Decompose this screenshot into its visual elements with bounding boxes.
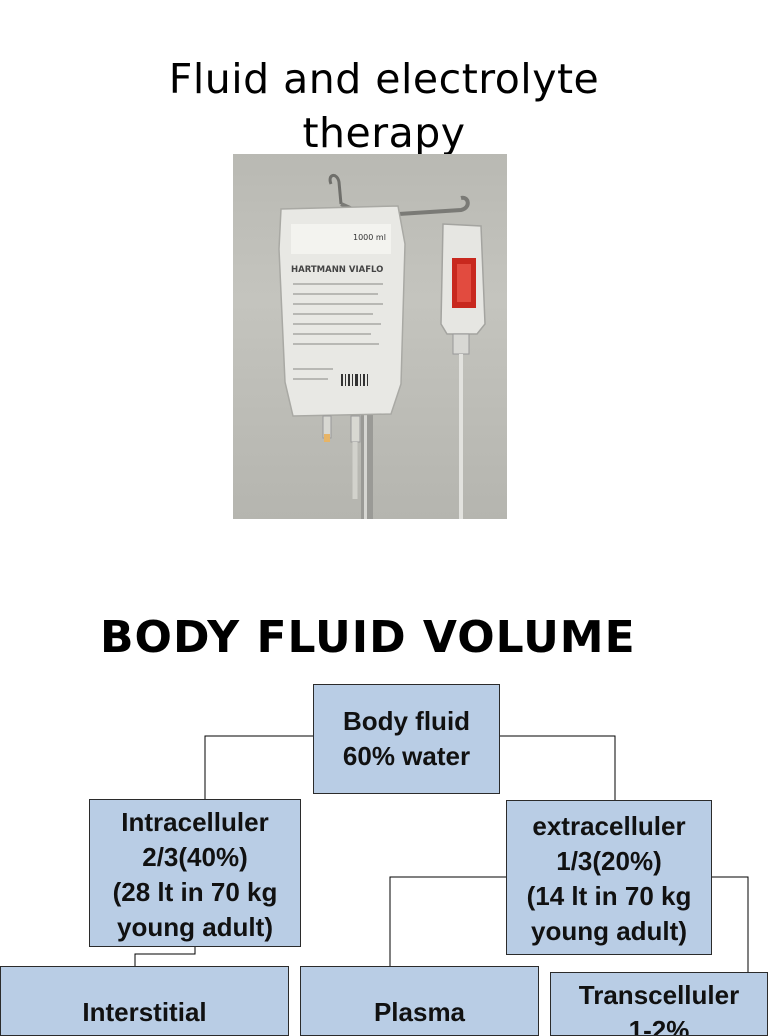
bag-volume-label: 1000 ml [353, 233, 386, 242]
transcellular-line-1: Transcelluler [578, 980, 740, 1010]
intracellular-line-3: (28 lt in 70 kg [112, 877, 278, 907]
body-fluid-box: Body fluid 60% water [313, 684, 500, 794]
extracellular-line-3: (14 lt in 70 kg [526, 881, 692, 911]
iv-bag-illustration: 1000 ml HARTMANN VIAFLO [278, 174, 486, 519]
interstitial-label: Interstitial [82, 997, 207, 1027]
extracellular-line-1: extracelluler [532, 811, 686, 841]
barcode-icon [341, 374, 368, 386]
connector-intracellular-interstitial [134, 946, 196, 966]
body-fluid-line-1: Body fluid [342, 706, 471, 736]
intracellular-line-1: Intracelluler [121, 807, 269, 837]
extracellular-box: extracelluler 1/3(20%) (14 lt in 70 kg y… [506, 800, 712, 955]
bag-brand-label: HARTMANN VIAFLO [291, 265, 383, 275]
pole-arm [340, 195, 470, 219]
extracellular-line-4: young adult) [531, 916, 687, 946]
slide-title-line-1: Fluid and electrolyte [168, 55, 600, 103]
section-title: BODY FLUID VOLUME [100, 612, 636, 663]
connector-extracellular-transcellular [711, 876, 749, 972]
large-iv-bag: 1000 ml HARTMANN VIAFLO [278, 205, 406, 499]
intracellular-line-4: young adult) [117, 912, 273, 942]
hook-left [328, 174, 343, 205]
transcellular-box: Transcelluler 1-2% [550, 972, 768, 1036]
plasma-label: Plasma [373, 997, 466, 1027]
slide-title-line-2: therapy [302, 109, 466, 157]
iv-bag-photo: 1000 ml HARTMANN VIAFLO [233, 154, 507, 519]
body-fluid-line-2: 60% water [342, 741, 471, 771]
connector-root-intracellular [204, 735, 314, 800]
intracellular-line-2: 2/3(40%) [142, 842, 248, 872]
interstitial-box: Interstitial [0, 966, 289, 1036]
plasma-box: Plasma [300, 966, 539, 1036]
extracellular-line-2: 1/3(20%) [556, 846, 662, 876]
intracellular-box: Intracelluler 2/3(40%) (28 lt in 70 kg y… [89, 799, 301, 947]
slide-title: Fluid and electrolyte therapy [0, 52, 768, 160]
small-iv-bag [440, 223, 486, 519]
connector-extracellular-plasma [389, 876, 506, 968]
transcellular-line-2: 1-2% [628, 1015, 690, 1036]
connector-root-extracellular [499, 735, 616, 800]
